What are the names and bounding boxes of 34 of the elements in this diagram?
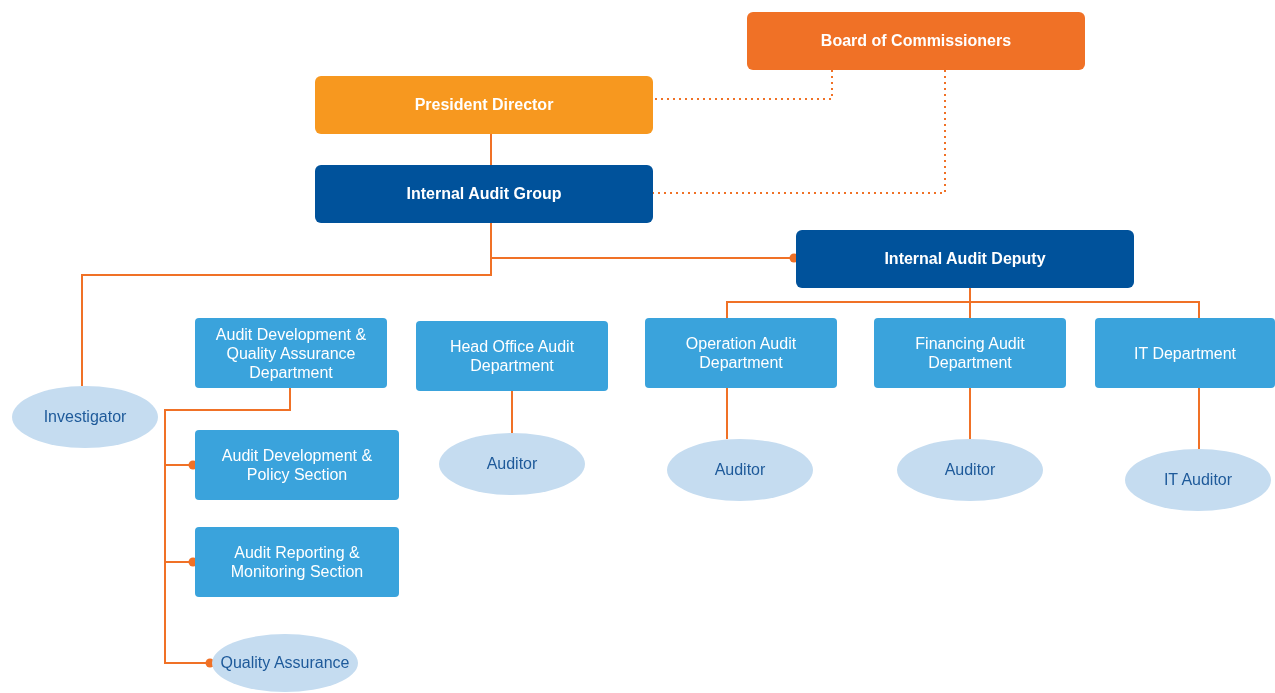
role-label: Financing Audit Department: [914, 334, 1026, 372]
connector-line: [1198, 387, 1200, 450]
role-label: Auditor: [944, 460, 996, 480]
department-box: [1095, 318, 1275, 388]
connector-line: [969, 387, 971, 440]
role-label: Audit Reporting & Monitoring Section: [229, 543, 365, 581]
role-label: Operation Audit Department: [684, 334, 798, 372]
role-label: Auditor: [714, 460, 766, 480]
role-label: IT Auditor: [1163, 470, 1233, 490]
department-box: [195, 318, 387, 388]
role-label: Auditor: [486, 454, 538, 474]
role-box: [796, 230, 1134, 288]
role-box: [315, 76, 653, 134]
role-label: Head Office Audit Department: [448, 337, 576, 375]
connector-line: [490, 133, 492, 166]
connector-line: [511, 390, 513, 434]
role-label: Internal Audit Group: [406, 184, 562, 204]
department-box: [645, 318, 837, 388]
role-label: President Director: [414, 95, 554, 115]
role-label: Audit Development & Policy Section: [220, 446, 374, 484]
role-label: IT Department: [1134, 343, 1236, 363]
connector-line: [726, 387, 728, 440]
role-label: Board of Commissioners: [820, 31, 1012, 51]
connector-line: [652, 69, 833, 100]
role-label: Internal Audit Deputy: [884, 249, 1046, 269]
role-box: [747, 12, 1085, 70]
role-label: Quality Assurance: [220, 653, 350, 673]
department-box: [195, 430, 399, 500]
department-box: [195, 527, 399, 597]
role-label: Audit Development & Quality Assurance Department: [214, 324, 368, 382]
role-label: Investigator: [43, 407, 127, 427]
department-box: [874, 318, 1066, 388]
department-box: [416, 321, 608, 391]
role-box: [315, 165, 653, 223]
